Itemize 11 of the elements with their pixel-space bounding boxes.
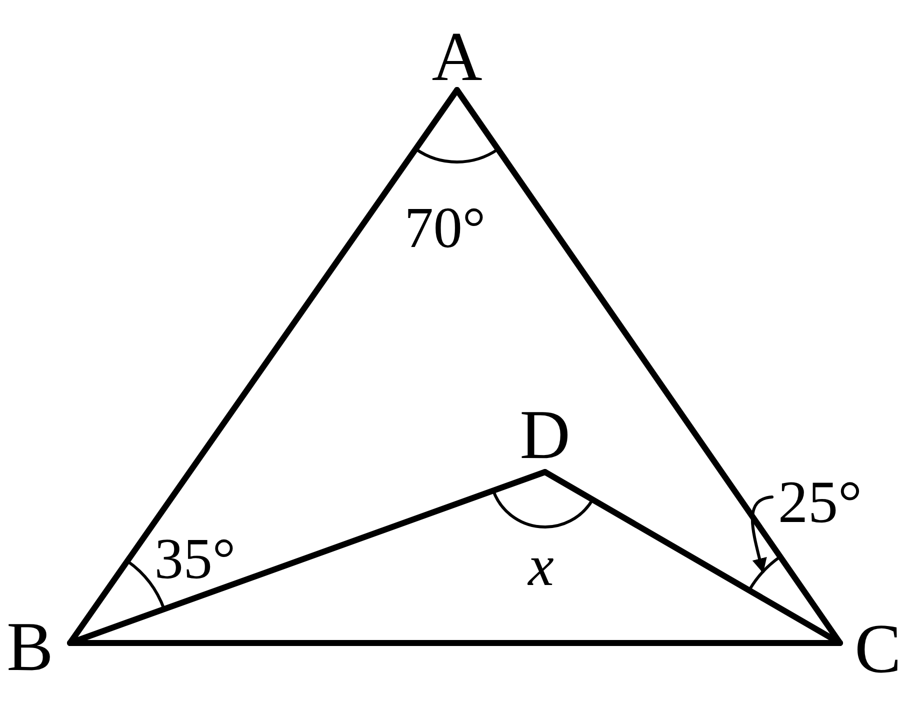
angle-arc — [748, 556, 782, 592]
leader-arrow — [750, 496, 774, 574]
vertex-label: B — [6, 609, 54, 686]
angle-label: x — [528, 533, 554, 598]
vertex-label: C — [854, 611, 902, 688]
angle-label: 25° — [778, 469, 862, 535]
vertex-label: A — [432, 19, 482, 96]
vertex-label: D — [520, 397, 570, 474]
angle-label: 35° — [154, 526, 236, 591]
angle-label: 70° — [404, 195, 486, 260]
triangle-side — [542, 469, 843, 646]
